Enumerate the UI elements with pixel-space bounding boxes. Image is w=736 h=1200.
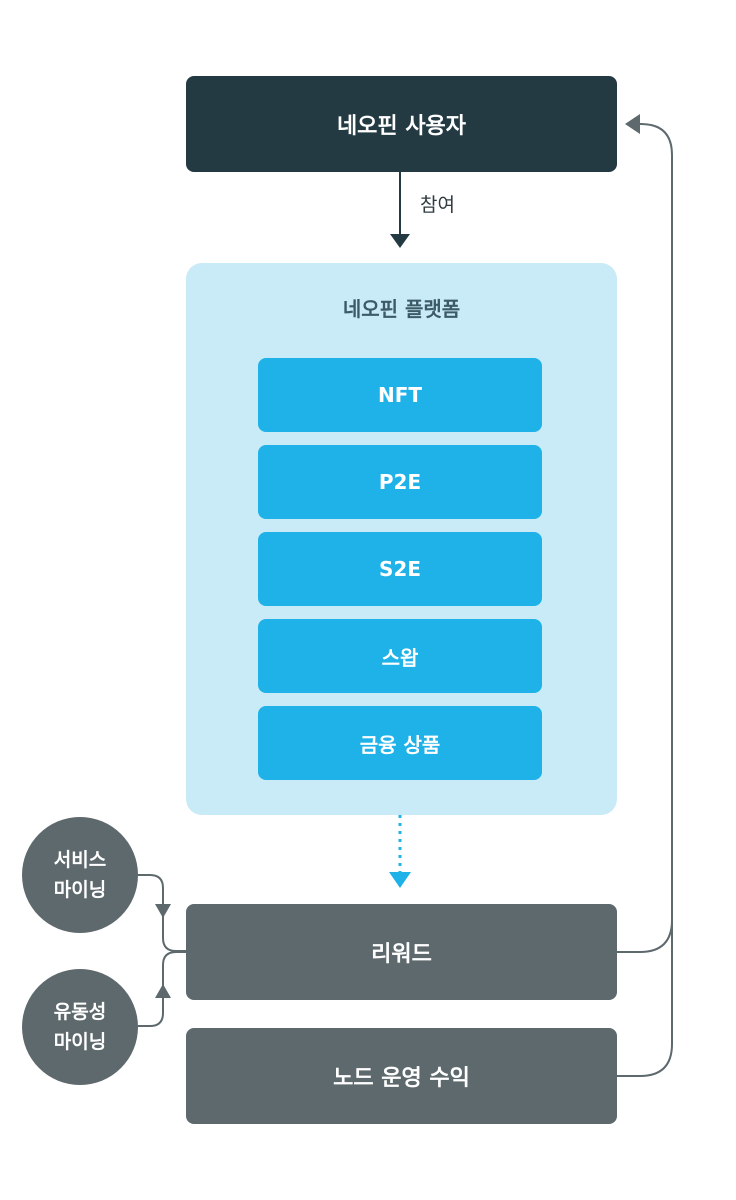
reward-box: 리워드 (186, 904, 617, 1000)
module-p2e: P2E (258, 445, 542, 519)
users-feedback-arrowhead (625, 114, 640, 134)
service-mining-arrowhead (155, 904, 171, 918)
module-s2e: S2E (258, 532, 542, 606)
module-label: P2E (378, 470, 422, 494)
reward-to-users-line (617, 123, 673, 953)
mining-lines (138, 874, 186, 1027)
module-label: 스왑 (381, 645, 419, 670)
module-nft: NFT (258, 358, 542, 432)
platform-to-reward-arrowhead (389, 872, 411, 888)
neopin-users-box: 네오핀 사용자 (186, 76, 617, 172)
liquidity-mining-arrowhead (155, 984, 171, 998)
neopin-platform-box: 네오핀 플랫폼 NFT P2E S2E 스왑 금융 상품 (186, 263, 617, 815)
platform-title: 네오핀 플랫폼 (342, 297, 461, 321)
module-label: S2E (379, 557, 421, 581)
service-mining-line2: 마이닝 (53, 879, 107, 901)
service-mining-circle: 서비스 마이닝 (22, 817, 138, 933)
participate-label: 참여 (420, 194, 455, 216)
service-mining-line1: 서비스 (53, 849, 107, 871)
module-label: NFT (377, 383, 423, 407)
reward-label: 리워드 (371, 942, 432, 967)
module-financial-products: 금융 상품 (258, 706, 542, 780)
liquidity-mining-line1: 유동성 (53, 1001, 107, 1023)
node-revenue-box: 노드 운영 수익 (186, 1028, 617, 1124)
node-to-users-line (617, 920, 673, 1077)
module-swap: 스왑 (258, 619, 542, 693)
liquidity-mining-circle: 유동성 마이닝 (22, 969, 138, 1085)
neopin-users-label: 네오핀 사용자 (336, 114, 467, 139)
node-revenue-label: 노드 운영 수익 (333, 1066, 470, 1091)
liquidity-mining-line2: 마이닝 (53, 1031, 107, 1053)
feedback-lines (617, 123, 673, 1077)
module-label: 금융 상품 (359, 732, 441, 757)
participate-arrowhead (390, 234, 410, 248)
